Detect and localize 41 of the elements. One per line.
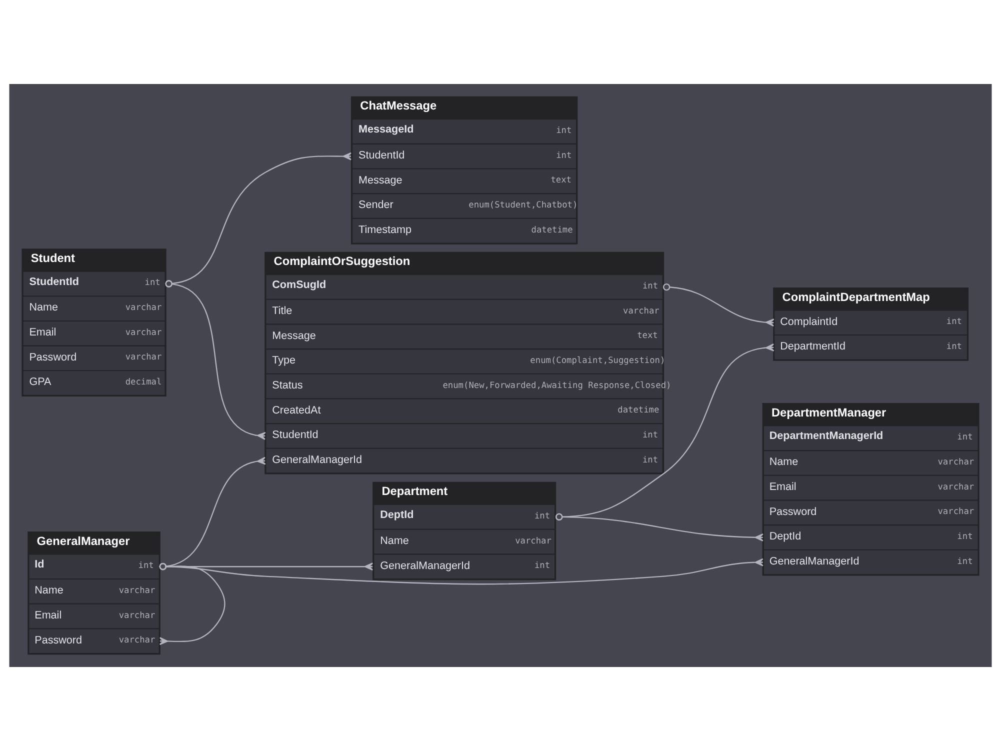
connector — [158, 456, 266, 570]
node-box: Sender enum(Student,Chatbot) — [352, 194, 576, 218]
node-box: CreatedAt datetime — [266, 398, 662, 422]
connector — [555, 342, 774, 520]
node-box: GeneralManagerId int — [266, 448, 662, 472]
node-box: MessageId int — [352, 119, 576, 143]
node-box: StudentId int — [266, 424, 662, 448]
node-box: DepartmentId int — [774, 335, 966, 359]
node-box: Password varchar — [763, 500, 978, 524]
connector — [662, 282, 774, 326]
node-box: GeneralManagerId int — [374, 554, 554, 578]
connector — [164, 152, 352, 287]
node-box: Email varchar — [22, 321, 164, 345]
node-box: Type enum(Complaint,Suggestion) — [266, 349, 662, 373]
connector — [158, 562, 373, 570]
node-box: DeptId int — [763, 525, 978, 549]
node-box: Password varchar — [28, 628, 158, 652]
connector — [158, 562, 225, 645]
node-box: ComSugId int — [266, 274, 662, 298]
node-box: Title varchar — [266, 299, 662, 324]
connector — [158, 558, 763, 584]
node-box: Name varchar — [763, 450, 978, 474]
node-box: GeneralManagerId int — [763, 550, 978, 574]
node-box: Name varchar — [374, 529, 554, 554]
node-box: Message text — [266, 324, 662, 348]
node-box: Timestamp datetime — [352, 218, 576, 242]
connector — [555, 512, 763, 541]
node-box: Id int — [28, 554, 158, 578]
node-box: StudentId int — [352, 144, 576, 168]
node-box: Password varchar — [22, 346, 164, 370]
node-box: Message text — [352, 168, 576, 193]
node-box: ComplaintId int — [774, 310, 966, 334]
node-box: DeptId int — [374, 504, 554, 528]
connector — [164, 280, 266, 440]
node-box: DepartmentManagerId int — [763, 426, 978, 450]
node-box: Name varchar — [22, 296, 164, 320]
node-box: Email varchar — [763, 475, 978, 500]
node-box: Email varchar — [28, 604, 158, 628]
node-box: Name varchar — [28, 579, 158, 603]
node-box: StudentId int — [22, 271, 164, 296]
node-box: GPA decimal — [22, 370, 164, 394]
